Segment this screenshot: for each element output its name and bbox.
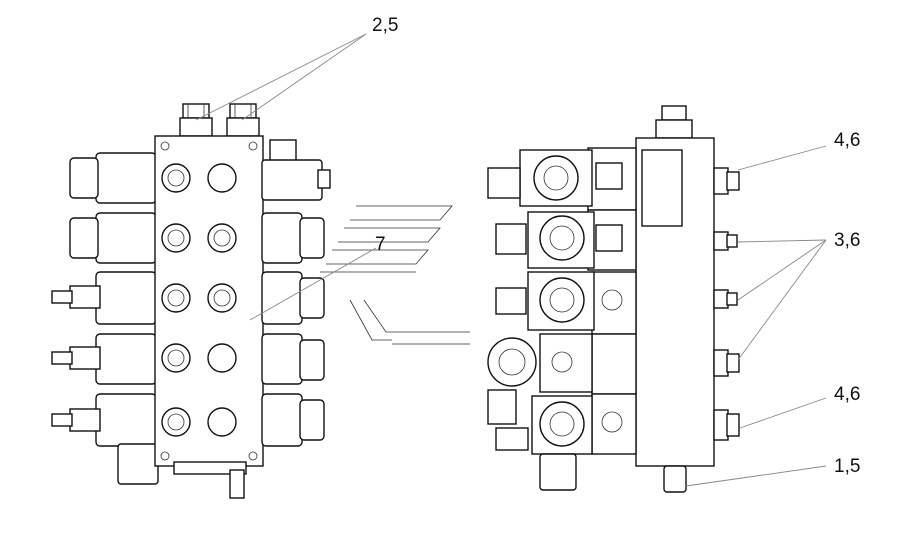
side-right-fittings bbox=[713, 167, 740, 441]
valve-block-front-view bbox=[51, 103, 331, 499]
front-ports bbox=[160, 141, 258, 461]
callout-top: 2,5 bbox=[372, 15, 398, 36]
top-fitting-left bbox=[179, 103, 213, 137]
top-fitting-right bbox=[226, 103, 260, 137]
callout-right-4: 1,5 bbox=[834, 456, 860, 477]
callout-center: 7 bbox=[375, 234, 386, 255]
left-solenoids bbox=[51, 152, 159, 485]
right-solenoids bbox=[173, 139, 331, 499]
callout-right-2: 3,6 bbox=[834, 230, 860, 251]
valve-block-side-view bbox=[487, 105, 740, 493]
leader-lines bbox=[195, 33, 827, 487]
callout-right-1: 4,6 bbox=[834, 130, 860, 151]
callout-right-3: 4,6 bbox=[834, 384, 860, 405]
center-outline-lines bbox=[320, 205, 470, 345]
side-valve-sections bbox=[487, 147, 637, 491]
